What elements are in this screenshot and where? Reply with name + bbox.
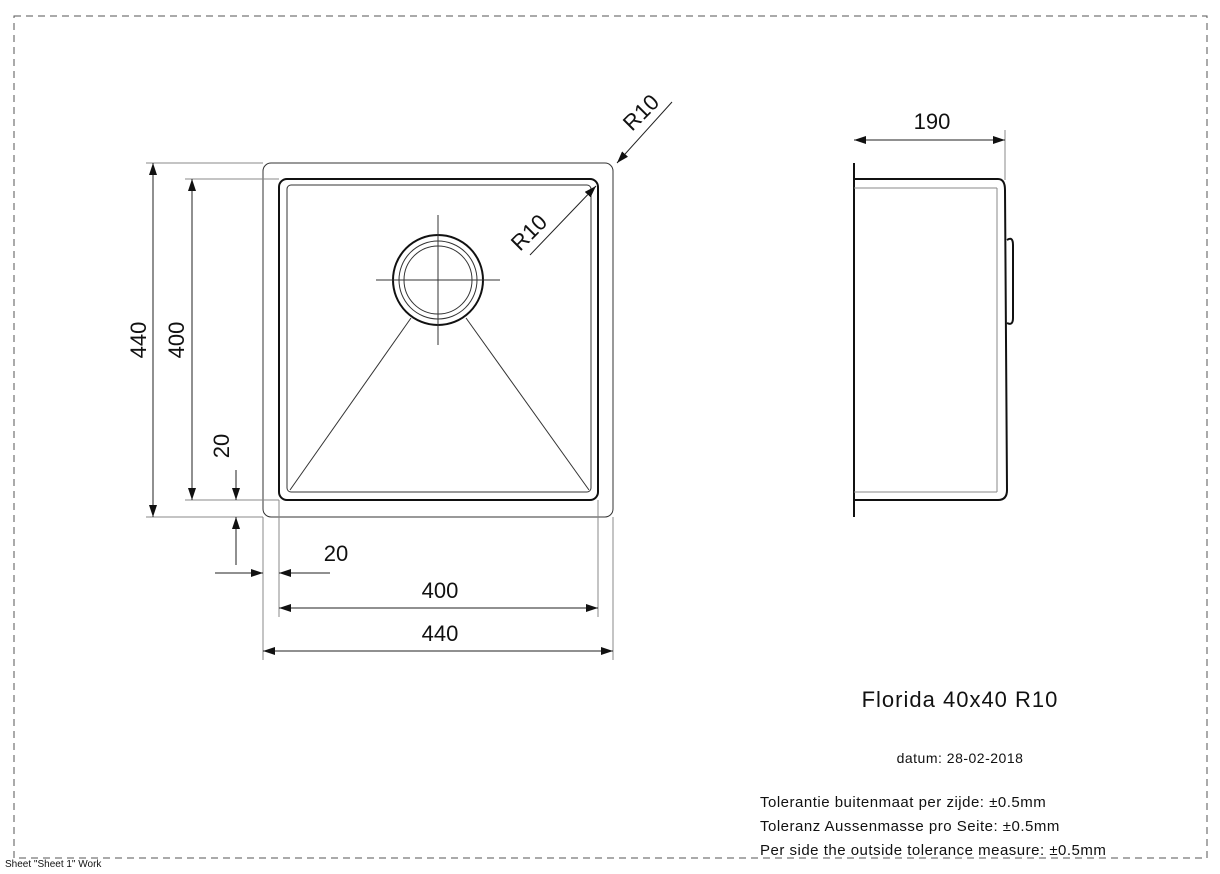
sink-bowl [286,184,592,493]
drain-profile [1006,237,1014,325]
outer-height-label: 440 [126,322,151,359]
depth-label: 190 [914,109,951,134]
sink-inner-edge [278,178,599,501]
sink-outer-rim [262,162,614,518]
sheet-label: Sheet "Sheet 1" Work [5,859,102,870]
drawing-title: Florida 40x40 R10 [862,687,1059,712]
inner-radius-leader [529,185,597,256]
side-view [853,130,1014,517]
slope-line-left [289,317,412,491]
tolerance-de: Toleranz Aussenmasse pro Seite: ±0.5mm [760,818,1060,835]
sheet-border [13,15,1208,859]
tolerance-nl: Tolerantie buitenmaat per zijde: ±0.5mm [760,794,1046,811]
inner-height-label: 400 [164,322,189,359]
inner-width-label: 400 [422,578,459,603]
drawing-date: datum: 28-02-2018 [897,750,1024,766]
inner-radius-label: R10 [506,209,552,255]
tolerance-en: Per side the outside tolerance measure: … [760,842,1106,859]
outer-radius-leader [616,101,673,164]
outer-radius-label: R10 [618,89,664,135]
rim-horizontal-label: 20 [324,541,348,566]
slope-line-right [465,317,590,491]
rim-vertical-label: 20 [209,434,234,458]
outer-width-label: 440 [422,621,459,646]
top-view [262,162,614,518]
